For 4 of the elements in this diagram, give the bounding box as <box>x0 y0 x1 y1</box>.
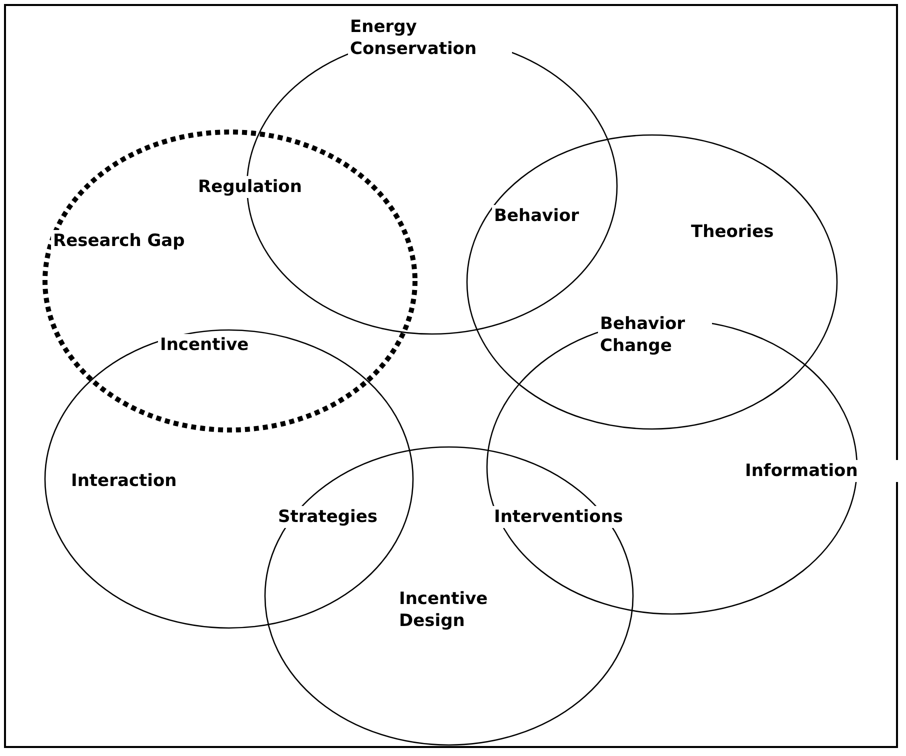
circle-label: Research Gap <box>51 230 255 252</box>
overlap-label: Interventions <box>492 506 626 528</box>
overlap-label: Strategies <box>276 506 380 528</box>
overlap-label: Behavior Change <box>598 313 712 357</box>
